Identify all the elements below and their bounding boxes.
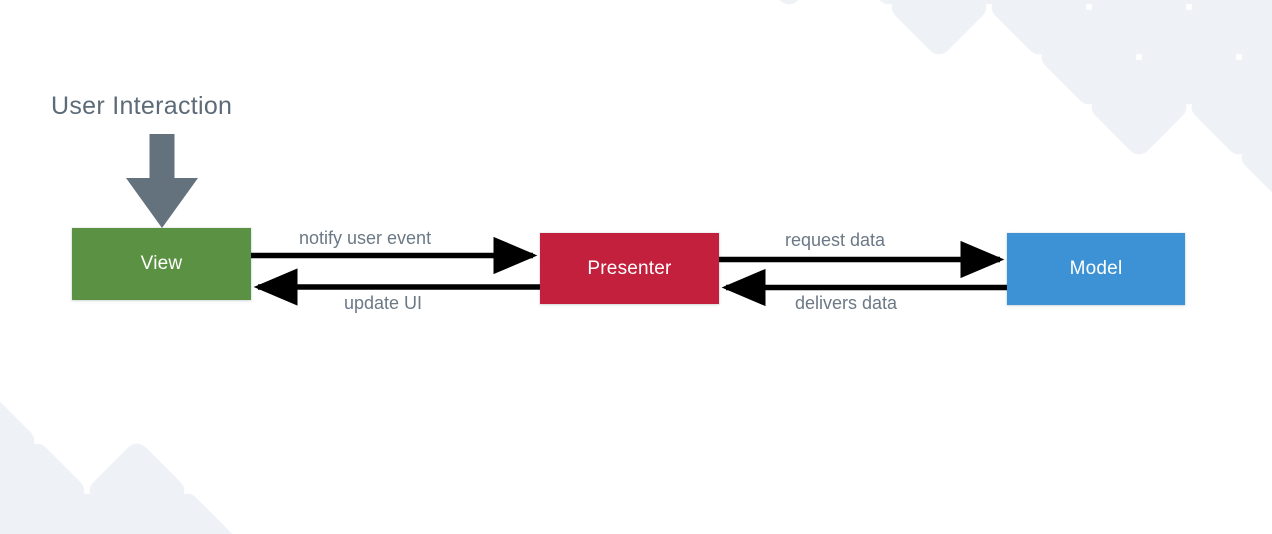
down-arrow-icon bbox=[126, 134, 198, 228]
node-view-label: View bbox=[140, 253, 183, 274]
edge-label-request-data: request data bbox=[785, 230, 886, 250]
user-interaction-title: User Interaction bbox=[51, 92, 233, 120]
node-model-label: Model bbox=[1069, 258, 1123, 279]
node-view[interactable]: View bbox=[72, 228, 251, 300]
edge-label-notify-user-event: notify user event bbox=[299, 228, 432, 248]
edge-label-update-ui: update UI bbox=[344, 293, 423, 313]
node-presenter[interactable]: Presenter bbox=[540, 233, 719, 304]
node-presenter-label: Presenter bbox=[587, 257, 672, 279]
edge-label-delivers-data: delivers data bbox=[795, 293, 898, 313]
node-model[interactable]: Model bbox=[1007, 233, 1185, 305]
